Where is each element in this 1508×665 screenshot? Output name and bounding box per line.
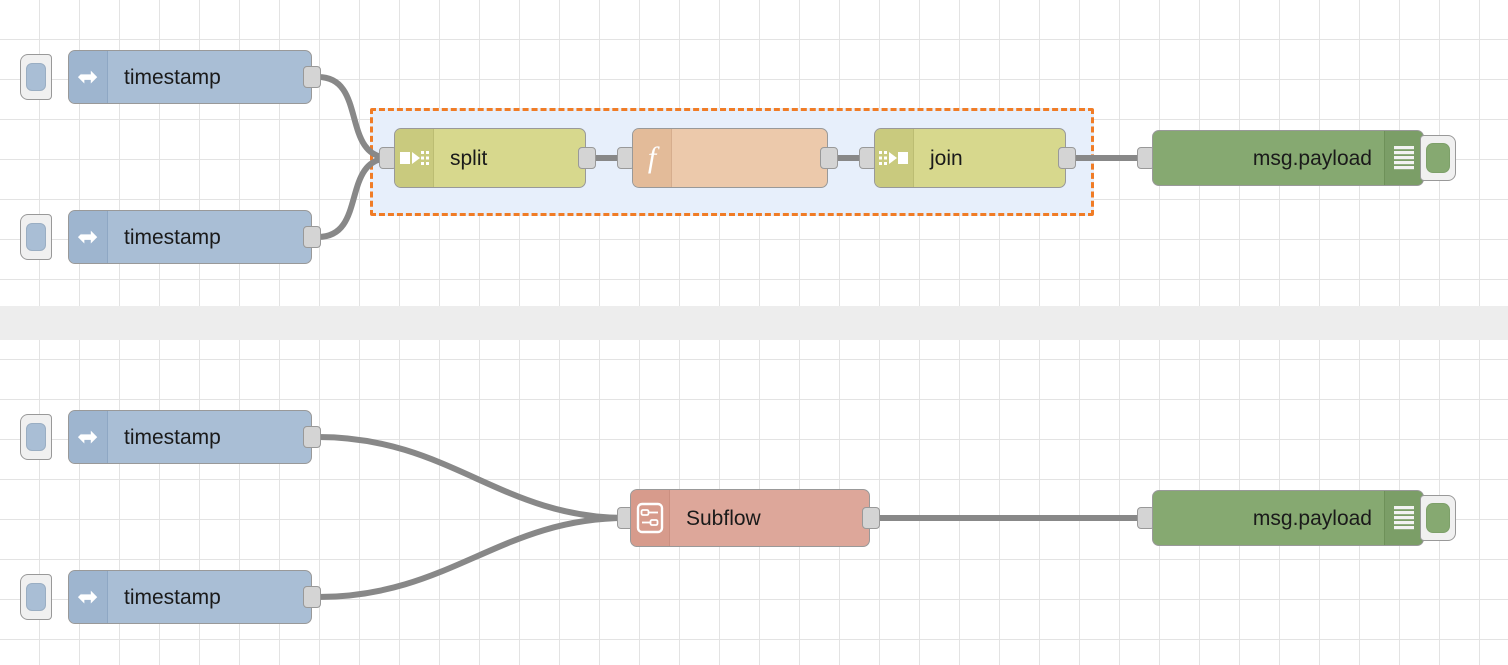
function-icon: f <box>633 129 672 187</box>
debug-toggle-knob <box>1426 143 1450 173</box>
output-port-split[interactable] <box>578 147 596 169</box>
output-port-inject-4[interactable] <box>303 586 321 608</box>
inject-button-knob <box>26 583 46 611</box>
node-label-debug-2: msg.payload <box>1252 506 1372 530</box>
output-port-inject-1[interactable] <box>303 66 321 88</box>
arrow-right-icon <box>69 571 108 623</box>
debug-toggle-button-2[interactable] <box>1420 495 1456 541</box>
inject-button-3[interactable] <box>20 414 52 460</box>
node-label-debug-1: msg.payload <box>1252 146 1372 170</box>
node-function[interactable]: f <box>632 128 828 188</box>
debug-toggle-button-1[interactable] <box>1420 135 1456 181</box>
node-join[interactable]: join <box>874 128 1066 188</box>
output-port-inject-2[interactable] <box>303 226 321 248</box>
node-subflow[interactable]: Subflow <box>630 489 870 547</box>
node-split[interactable]: split <box>394 128 586 188</box>
arrow-right-icon <box>69 411 108 463</box>
node-label-inject-4: timestamp <box>124 585 221 609</box>
output-port-join[interactable] <box>1058 147 1076 169</box>
inject-button-knob <box>26 223 46 251</box>
node-label-function <box>672 129 827 187</box>
inject-button-2[interactable] <box>20 214 52 260</box>
node-inject-3[interactable]: timestamp <box>68 410 312 464</box>
arrow-right-icon <box>69 211 108 263</box>
subflow-icon <box>631 490 670 546</box>
node-label-inject-2: timestamp <box>124 225 221 249</box>
split-icon <box>395 129 434 187</box>
debug-lines-icon <box>1384 491 1423 545</box>
node-label-inject-3: timestamp <box>124 425 221 449</box>
node-debug-1[interactable]: msg.payload <box>1152 130 1424 186</box>
section-divider <box>0 306 1508 340</box>
output-port-subflow[interactable] <box>862 507 880 529</box>
inject-button-knob <box>26 63 46 91</box>
svg-text:f: f <box>648 141 660 174</box>
node-debug-2[interactable]: msg.payload <box>1152 490 1424 546</box>
wire-inject3-subflow <box>315 434 629 521</box>
debug-toggle-knob <box>1426 503 1450 533</box>
node-label-subflow: Subflow <box>686 506 761 530</box>
inject-button-knob <box>26 423 46 451</box>
node-label-inject-1: timestamp <box>124 65 221 89</box>
debug-lines-icon <box>1384 131 1423 185</box>
output-port-function[interactable] <box>820 147 838 169</box>
output-port-inject-3[interactable] <box>303 426 321 448</box>
inject-button-1[interactable] <box>20 54 52 100</box>
node-label-split: split <box>450 146 488 170</box>
node-inject-1[interactable]: timestamp <box>68 50 312 104</box>
node-inject-4[interactable]: timestamp <box>68 570 312 624</box>
arrow-right-icon <box>69 51 108 103</box>
node-inject-2[interactable]: timestamp <box>68 210 312 264</box>
wire-inject4-subflow <box>315 515 629 600</box>
join-icon <box>875 129 914 187</box>
inject-button-4[interactable] <box>20 574 52 620</box>
node-label-join: join <box>930 146 963 170</box>
